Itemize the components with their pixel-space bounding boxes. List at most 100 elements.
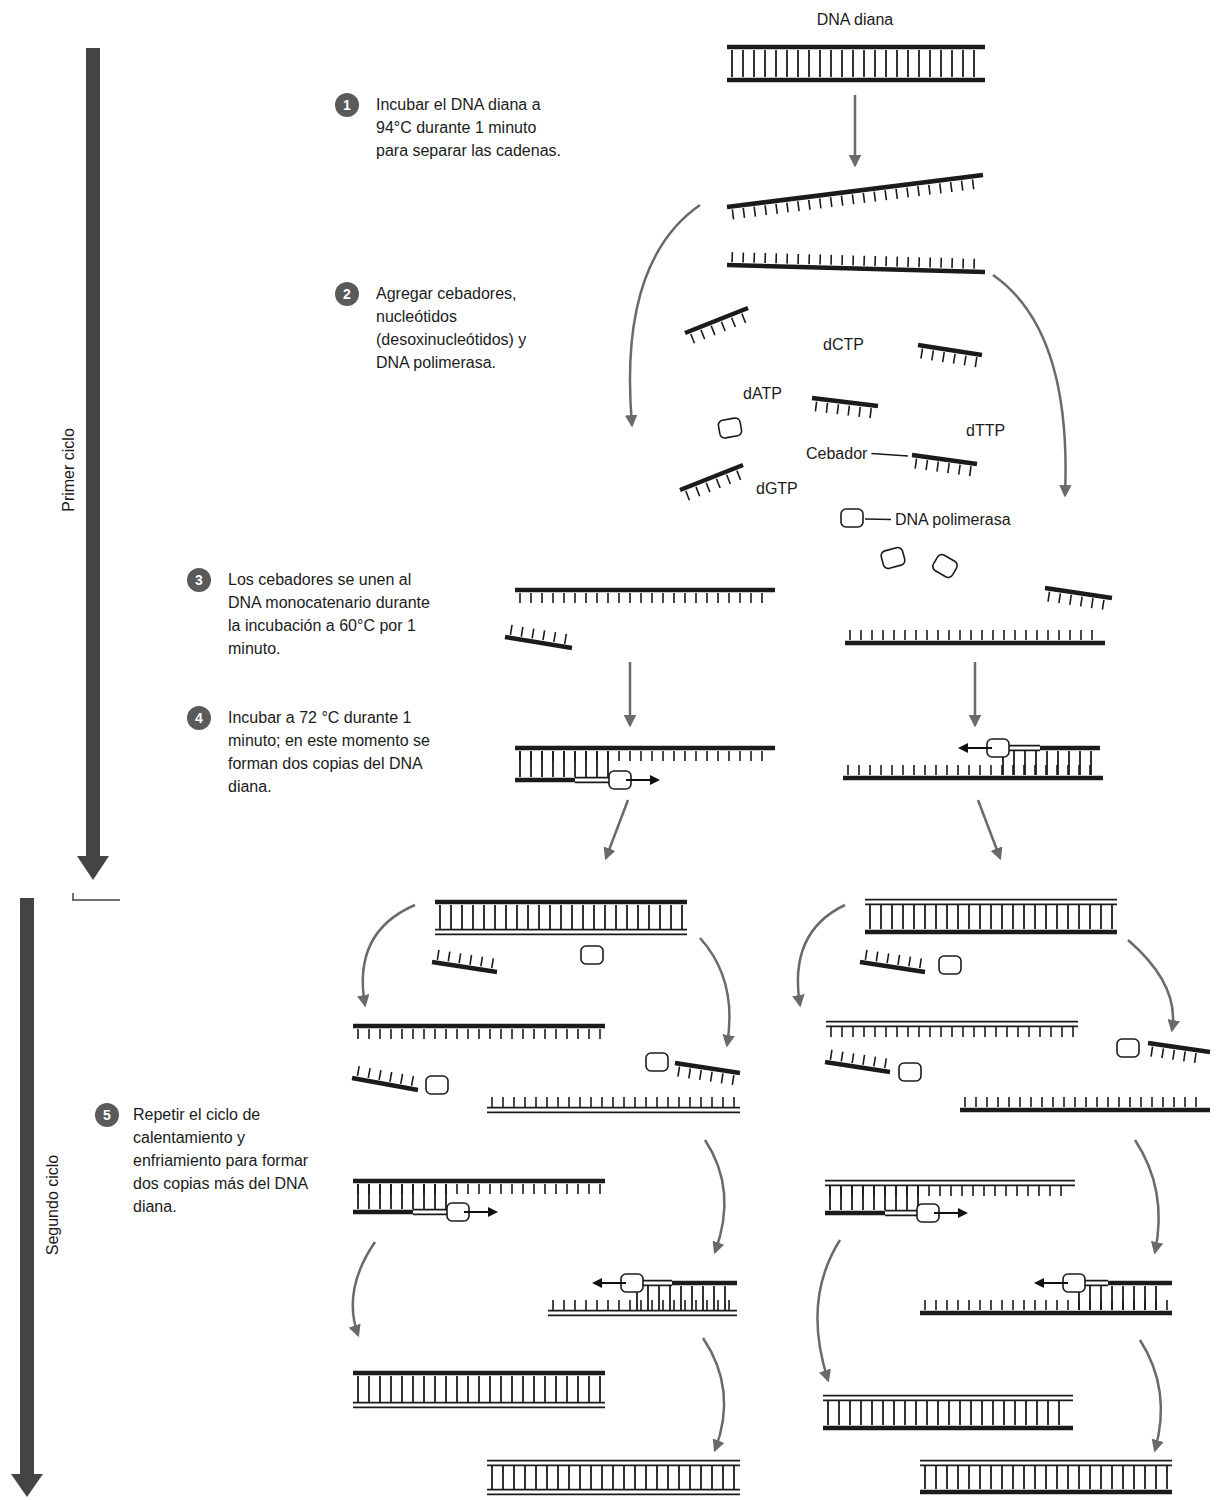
base-tick [1195,1053,1196,1063]
base-tick [940,1027,942,1037]
base-tick [1045,1300,1047,1310]
base-tick [970,630,972,640]
base-tick [456,1029,458,1039]
base-tick [907,188,908,198]
base-pair [439,905,441,929]
base-pair [1100,1286,1102,1310]
dna-polymerase [899,1063,921,1081]
base-tick [368,1184,370,1194]
base-pair [979,1466,981,1489]
base-pair [1035,751,1037,775]
base-tick [1061,1027,1063,1037]
base-tick [552,751,554,761]
base-pair [1144,1286,1146,1310]
base-tick [437,950,439,960]
base-tick [568,1097,570,1107]
base-pair [1001,905,1003,929]
base-tick [983,1186,985,1196]
base-tick [775,253,777,263]
base-pair [874,50,876,77]
new-strand-outline [487,1460,740,1467]
cycle-arrow-head [77,856,109,880]
base-pair [924,905,926,929]
base-pair [612,1466,614,1489]
base-tick [722,1097,724,1107]
base-tick [533,1029,535,1039]
base-tick [544,1029,546,1039]
base-pair [906,1186,908,1210]
dna-strand [727,175,983,207]
base-tick [1001,1300,1003,1310]
new-strand-fill [487,1461,740,1464]
base-tick [546,1097,548,1107]
base-pair [445,1184,447,1209]
base-tick [706,483,710,492]
base-tick [1034,765,1036,775]
base-tick [907,257,909,267]
base-tick [1036,630,1038,640]
step-text: Agregar cebadores, nucleótidos (desoxinu… [376,282,556,374]
base-tick [696,487,700,496]
new-strand-outline [548,1310,737,1317]
base-pair [563,751,565,777]
dna-strand [843,776,1103,781]
base-tick [975,357,977,367]
base-pair [990,1466,992,1489]
base-tick [601,1097,603,1107]
nucleotide-label: dTTP [966,419,1005,442]
base-tick [445,1029,447,1039]
base-pair [896,50,898,77]
base-pair [1025,1401,1027,1425]
base-pair [873,1186,875,1210]
base-pair [724,1286,726,1310]
base-tick [753,253,755,263]
base-tick [885,1058,887,1068]
base-tick [929,1027,931,1037]
base-tick [862,1186,864,1196]
base-tick [994,1186,996,1196]
base-tick [1039,1027,1041,1037]
base-tick [863,256,865,266]
base-pair [1067,905,1069,929]
base-tick [902,765,904,775]
step-text: Incubar a 72 °C durante 1 minuto; en est… [228,706,432,798]
base-tick [1045,765,1047,775]
base-tick [489,1029,491,1039]
base-tick [940,183,941,193]
base-pair [904,1401,906,1425]
base-tick [1151,1097,1153,1107]
base-tick [478,1029,480,1039]
base-pair [968,1466,970,1489]
base-tick [721,1073,723,1083]
callout-number: 5 [103,1107,111,1123]
dna-strand [727,265,985,272]
base-tick [948,630,950,640]
base-tick [1059,593,1060,603]
base-pair [852,50,854,77]
base-pair [390,1184,392,1209]
flow-arrow [978,800,1000,858]
dna-strand [960,1108,1210,1113]
base-tick [700,1097,702,1107]
base-tick [918,1027,920,1037]
base-tick [412,1184,414,1194]
base-pair [412,1184,414,1209]
base-pair [691,1286,693,1310]
base-pair [893,1401,895,1425]
base-pair [973,50,975,77]
base-tick [924,1300,926,1310]
base-tick [634,1097,636,1107]
base-tick [997,1097,999,1107]
base-pair [1089,1466,1091,1489]
base-tick [907,1027,909,1037]
base-tick [543,630,545,640]
base-pair [1067,1466,1069,1489]
base-tick [590,1097,592,1107]
base-pair [1090,751,1092,775]
base-tick [491,1097,493,1107]
base-tick [874,256,876,266]
base-tick [434,1184,436,1194]
base-pair [1155,1286,1157,1310]
dna-strand [727,78,985,83]
dna-polymerase [1117,1039,1139,1057]
